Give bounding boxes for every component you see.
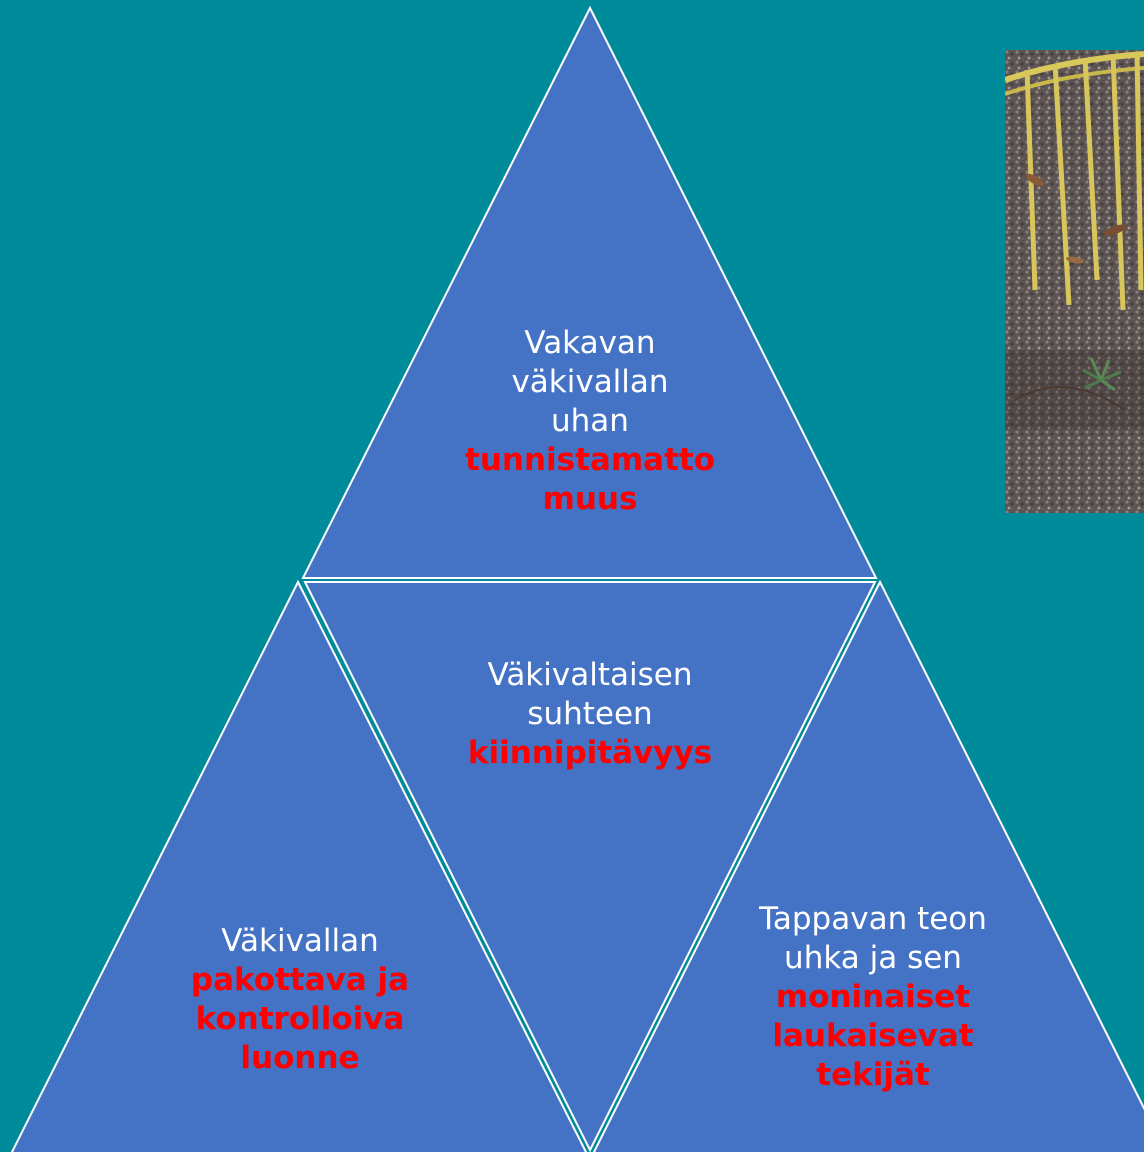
garden-fence-photo-icon: [1005, 50, 1144, 513]
top-label-accent-line: muus: [542, 481, 638, 517]
triangle-top: [301, 5, 878, 579]
triangle-left: [10, 579, 588, 1152]
triangle-right: [592, 579, 1144, 1152]
left-label-line: Väkivallan: [221, 923, 379, 959]
right-label-line: uhka ja sen: [784, 940, 962, 976]
right-label-line: Tappavan teon: [759, 901, 987, 937]
center-label-line: suhteen: [527, 696, 653, 732]
left-label-accent-line: pakottava ja: [190, 962, 410, 998]
garden-photo: [1005, 50, 1144, 513]
center-label-accent-line: kiinnipitävyys: [467, 735, 713, 771]
left-label-accent-line: kontrolloiva: [195, 1001, 405, 1037]
top-label-line: väkivallan: [511, 364, 669, 400]
right-label-accent-line: laukaisevat: [772, 1018, 974, 1054]
top-label-line: uhan: [551, 403, 629, 439]
right-label-accent-line: tekijät: [816, 1057, 930, 1093]
left-label-accent-line: luonne: [240, 1040, 360, 1076]
center-label-line: Väkivaltaisen: [487, 657, 693, 693]
top-label-line: Vakavan: [524, 325, 656, 361]
triangle-center: [303, 581, 877, 1152]
right-label-accent-line: moninaiset: [775, 979, 971, 1015]
top-label-accent-line: tunnistamatto: [465, 442, 715, 478]
